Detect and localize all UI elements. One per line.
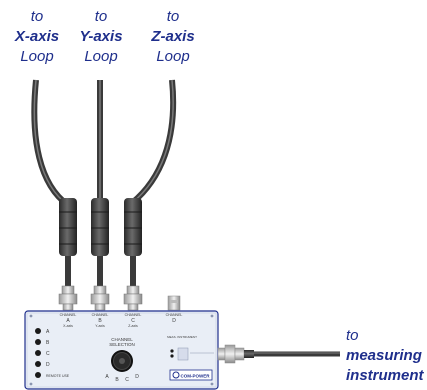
port-letter-b: B — [98, 318, 102, 324]
led-b — [35, 339, 41, 345]
selector-letter-c: C — [125, 377, 129, 383]
label-output-line1: measuring — [346, 347, 422, 364]
brand-name: COM-POWER — [181, 374, 211, 379]
led-d — [35, 361, 41, 367]
label-y-to: to — [94, 8, 108, 25]
port-sub-a: X-axis — [63, 324, 73, 328]
label-y-axis: Y-axis — [79, 28, 123, 45]
connector-y — [90, 198, 110, 311]
selection-sub: SELECTION — [109, 342, 135, 347]
label-output: to measuring instrument — [346, 326, 426, 386]
port-caption-d: CHANNEL — [166, 313, 183, 317]
port-caption-c: CHANNEL — [125, 313, 142, 317]
port-sub-b: Y-axis — [95, 324, 105, 328]
cable-z — [130, 79, 177, 206]
label-z-axis: Z-axis — [151, 28, 195, 45]
led-label-remote: REMOTE USE — [46, 374, 70, 378]
channel-selector-knob[interactable] — [111, 350, 133, 372]
cable-x — [31, 79, 70, 208]
port-caption-a: CHANNEL — [60, 313, 77, 317]
label-output-to: to — [346, 327, 359, 344]
channel-switch-box — [24, 310, 219, 390]
connector-z — [123, 198, 143, 311]
selector-letter-d: D — [135, 374, 139, 380]
label-z-loop-word: Loop — [156, 48, 190, 65]
selector-letter-a: A — [105, 374, 109, 380]
port-sub-c: Z-axis — [128, 324, 138, 328]
led-label-d: D — [46, 362, 50, 368]
meas-instrument-label: MEAS. INSTRUMENT — [167, 335, 197, 339]
led-c — [35, 350, 41, 356]
output-cable — [254, 351, 340, 357]
label-x-axis: X-axis — [14, 28, 60, 45]
label-z-loop: to Z-axis Loop — [148, 7, 198, 67]
port-caption-b: CHANNEL — [92, 313, 109, 317]
led-label-a: A — [46, 329, 50, 335]
connector-x — [58, 198, 78, 311]
port-letter-a: A — [66, 318, 70, 324]
led-label-b: B — [46, 340, 50, 346]
led-label-c: C — [46, 351, 50, 357]
selector-letter-b: B — [115, 377, 119, 383]
label-x-to: to — [30, 8, 44, 25]
port-letter-d: D — [172, 318, 176, 324]
port-letter-c: C — [131, 318, 135, 324]
label-y-loop: to Y-axis Loop — [76, 7, 126, 67]
label-x-loop: to X-axis Loop — [12, 7, 62, 67]
label-output-line2: instrument — [346, 367, 424, 384]
led-column — [35, 328, 41, 378]
output-connector — [217, 344, 340, 364]
meas-indicator-leds — [170, 347, 214, 361]
label-y-loop-word: Loop — [84, 48, 118, 65]
led-remote — [35, 372, 41, 378]
connector-d-empty — [167, 295, 181, 311]
label-x-loop-word: Loop — [20, 48, 54, 65]
led-a — [35, 328, 41, 334]
label-z-to: to — [166, 8, 180, 25]
brand-logo: COM-POWER — [169, 369, 213, 381]
selection-title: CHANNEL — [111, 337, 133, 342]
